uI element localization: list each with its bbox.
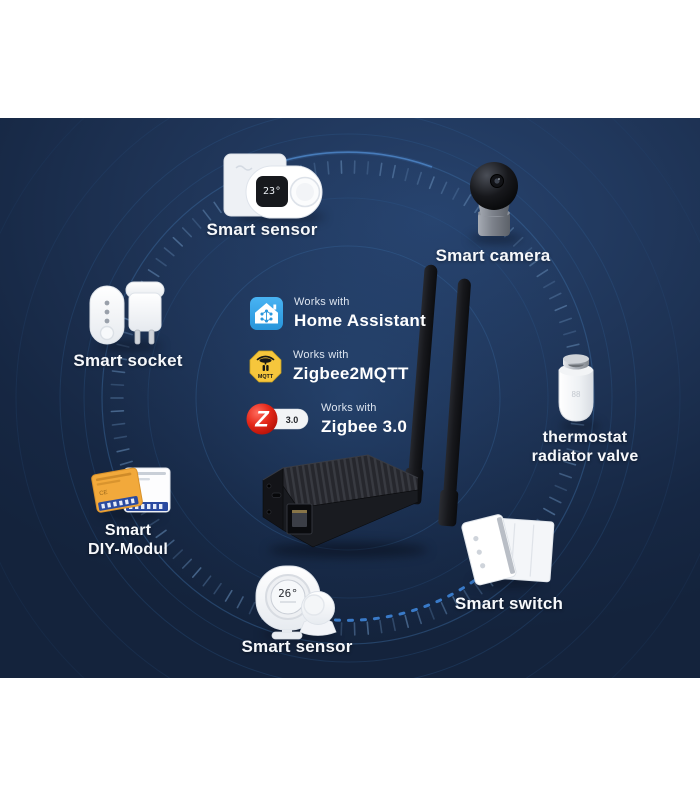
works-with-text: Works with — [294, 296, 350, 308]
device-shadow — [560, 422, 600, 430]
device-shadow — [470, 234, 522, 243]
diy-label-line2: DIY-Modul — [87, 541, 169, 558]
works-with-text: Works with — [321, 402, 377, 414]
badge-name: Zigbee2MQTT — [293, 364, 409, 383]
zigbee-version: 3.0 — [286, 415, 299, 425]
valve-label-line1: thermostat — [542, 429, 628, 446]
device-smart-switch — [461, 514, 555, 586]
diy-label-line1: Smart — [104, 522, 152, 539]
mqtt-caption: MQTT — [258, 374, 274, 380]
camera-label: Smart camera — [435, 246, 551, 265]
device-shadow — [472, 578, 542, 587]
device-thermostat-valve: 88 — [558, 354, 594, 422]
screw — [266, 509, 272, 515]
sensor-bottom-display-value: 26° — [278, 587, 298, 600]
badge-name: Home Assistant — [294, 311, 427, 330]
device-shadow — [96, 342, 162, 351]
motion-sensor — [299, 591, 337, 636]
device-smart-sensor-top: 23° — [223, 153, 323, 219]
zigbee-3.0-icon: 3.0 Z — [246, 403, 309, 435]
badge-name: Zigbee 3.0 — [321, 417, 408, 436]
diy-module-label: Smart DIY-Modul — [88, 521, 168, 559]
works-with-text: Works with — [293, 349, 349, 361]
sensor-top-display-value: 23° — [263, 186, 281, 197]
sensor-top-display — [256, 176, 288, 207]
antenna-hinge — [438, 489, 459, 527]
diy-module-orange: CE — [91, 467, 143, 513]
device-smart-camera — [470, 162, 518, 236]
sensor-top-label: Smart sensor — [206, 220, 318, 239]
zigbee2mqtt-icon: MQTT — [249, 350, 282, 382]
switch-front-panel — [461, 514, 517, 586]
gateway-end-face — [262, 467, 284, 531]
zigbee-gateway-device — [262, 454, 419, 548]
ethernet-port-inner — [292, 510, 307, 527]
device-shadow — [98, 510, 162, 518]
zigbee-letter: Z — [254, 407, 270, 432]
valve-label: thermostat radiator valve — [532, 428, 639, 466]
device-smart-sensor-bottom: 26° — [255, 565, 337, 640]
valve-display: 88 — [572, 390, 581, 399]
gateway-shadow — [268, 542, 428, 558]
sensor-bottom-label: Smart sensor — [241, 637, 353, 656]
device-smart-socket — [89, 281, 165, 345]
switch-label: Smart switch — [454, 594, 564, 613]
svg-text:CE: CE — [99, 490, 108, 497]
home-assistant-icon — [250, 296, 283, 330]
ethernet-pins — [292, 510, 307, 513]
valve-label-line2: radiator valve — [531, 448, 639, 465]
usb-c-port — [271, 492, 282, 498]
socket-label: Smart socket — [73, 351, 183, 370]
screw — [266, 483, 272, 489]
device-diy-module: CE CE — [91, 467, 171, 513]
badge-zigbee-3-0: 3.0 Z Works with Zigbee 3.0 — [246, 402, 407, 436]
badge-home-assistant: Works with Home Assistant — [250, 296, 426, 330]
badge-zigbee2mqtt: MQTT Works with Zigbee2MQTT — [249, 349, 409, 383]
